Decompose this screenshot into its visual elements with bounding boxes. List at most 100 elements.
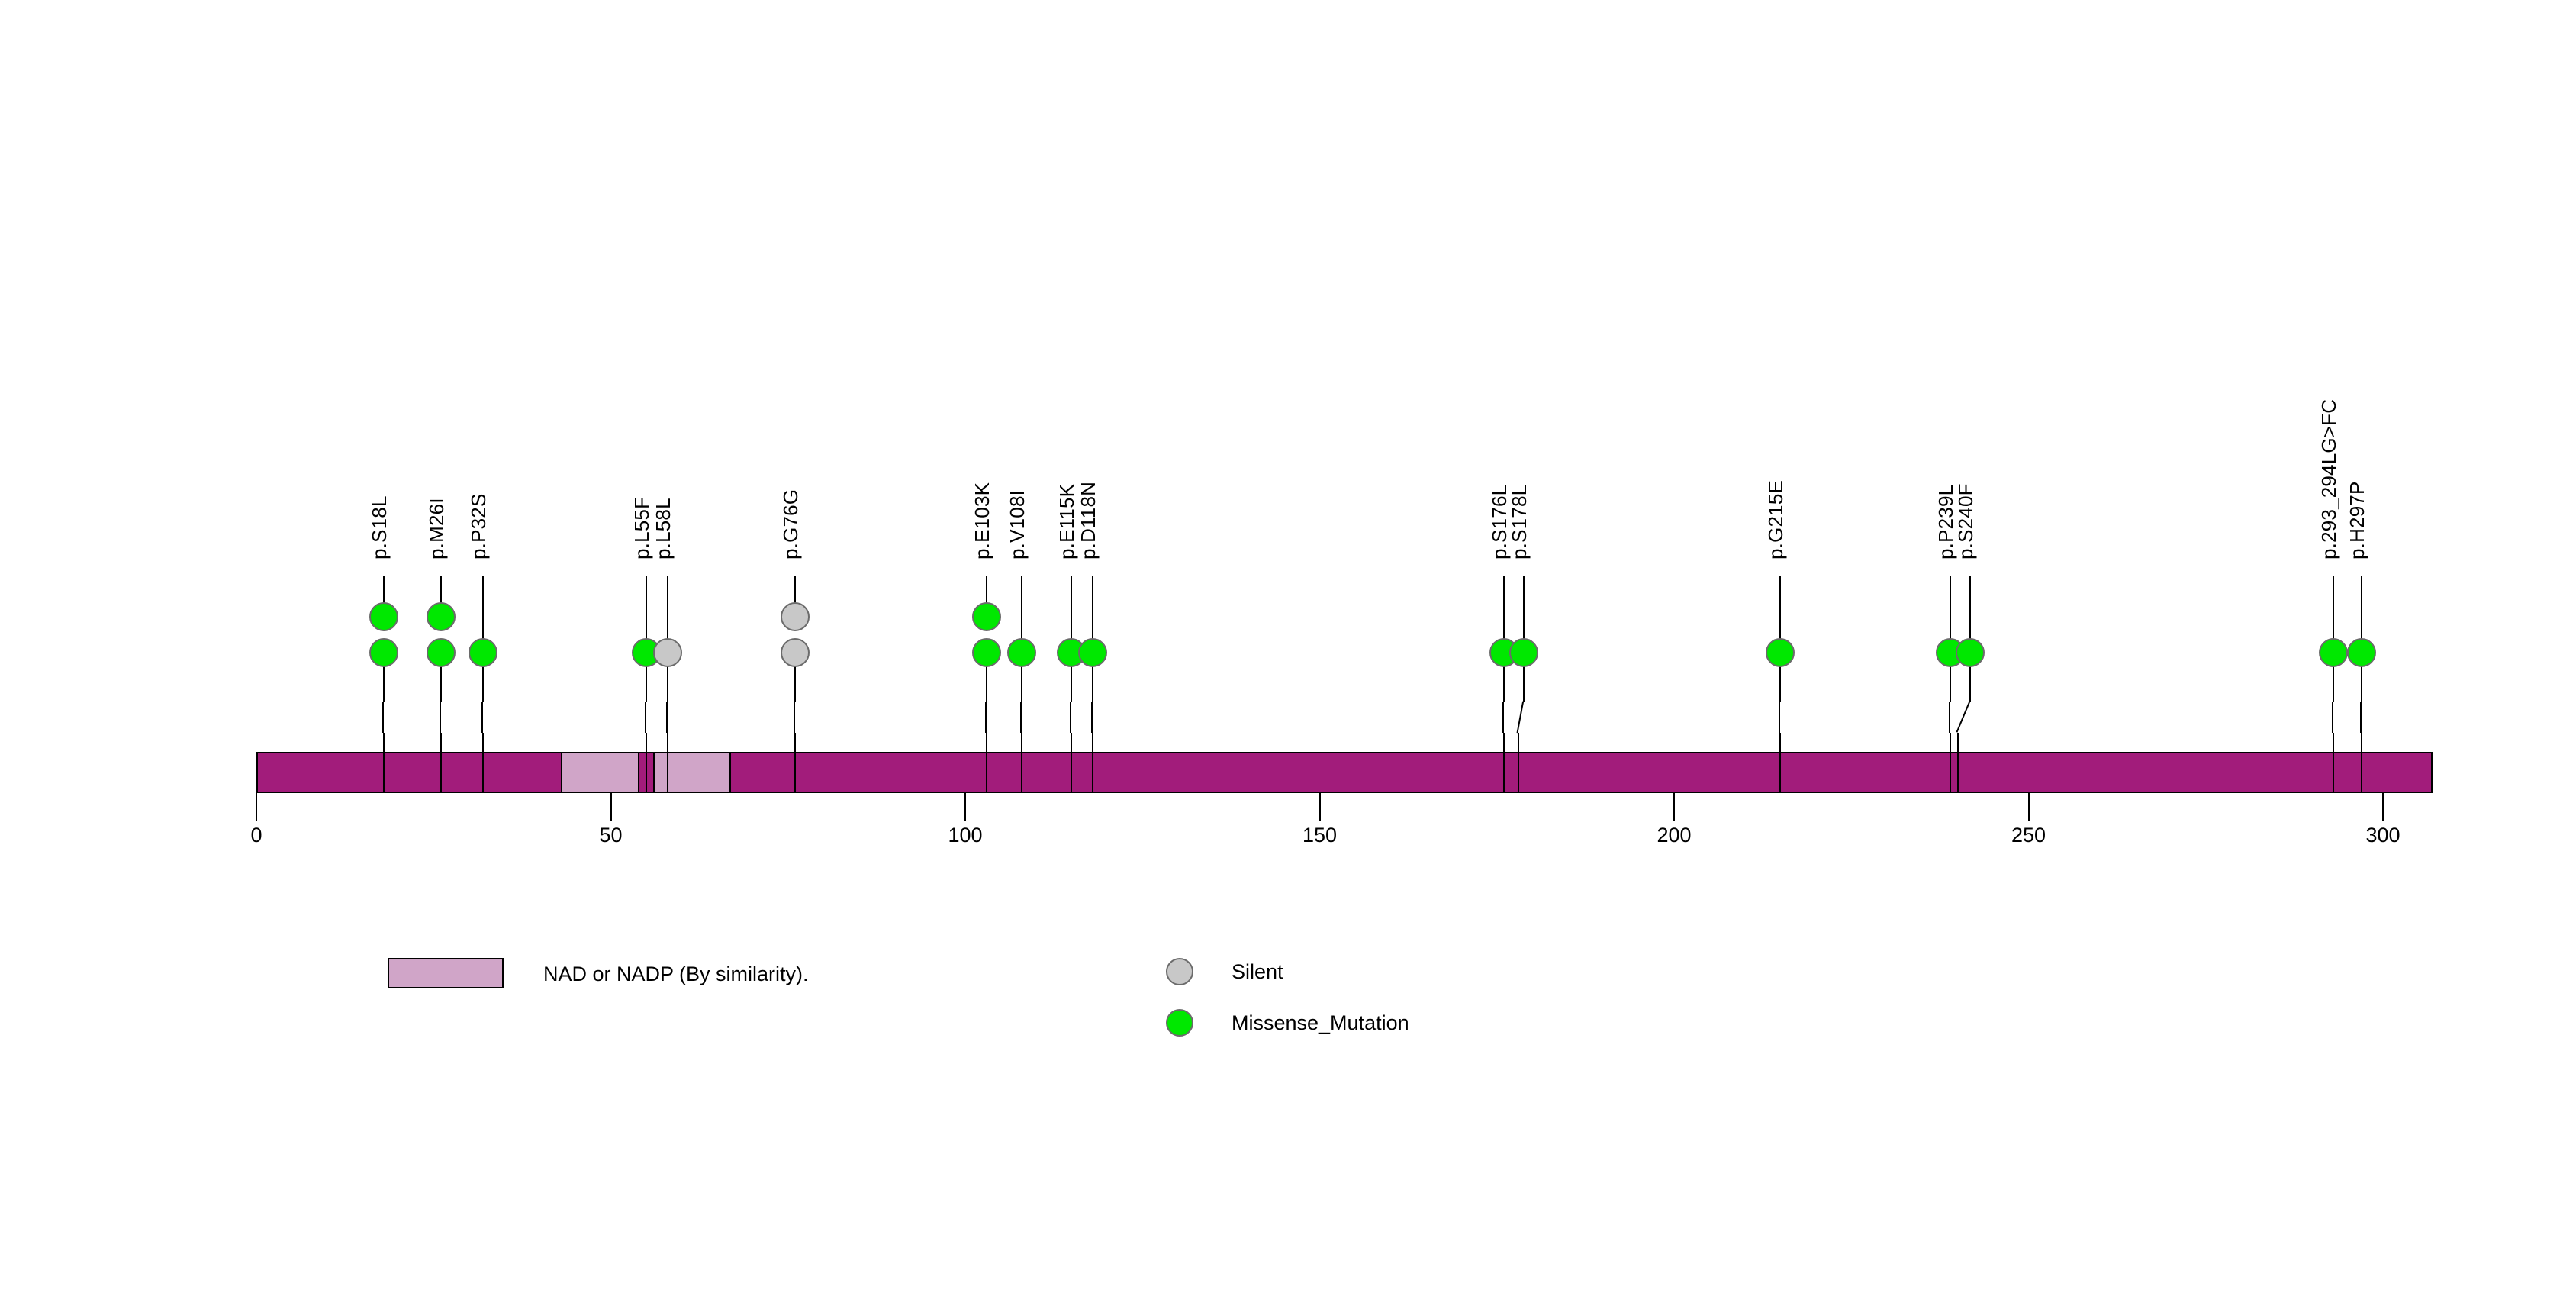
mutation-label: p.M26I xyxy=(424,498,448,560)
lollipop-stem-lower xyxy=(645,665,647,702)
legend-mutation-label: Silent xyxy=(1232,960,1283,983)
lollipop-stem-lower xyxy=(2361,665,2363,702)
lollipop-stem-lower xyxy=(1969,665,1972,702)
lollipop-stem-kink xyxy=(382,702,385,733)
axis-tick-mark xyxy=(1673,793,1675,821)
lollipop-stem-lower xyxy=(666,665,668,702)
lollipop-stem-kink xyxy=(644,702,646,733)
legend-mutation-dot xyxy=(1166,1009,1193,1037)
lollipop-stem-foot xyxy=(1517,733,1519,793)
lollipop-stem-foot xyxy=(645,733,647,793)
lollipop-stem xyxy=(1071,576,1073,641)
lollipop-stem xyxy=(482,576,485,641)
mutation-label: p.E115K xyxy=(1055,483,1079,560)
lollipop-stem-lower xyxy=(1779,665,1782,702)
legend-mutation-label: Missense_Mutation xyxy=(1232,1011,1409,1034)
lollipop-stem xyxy=(440,576,442,605)
mutation-label: p.293_294LG>FC xyxy=(2317,398,2340,560)
lollipop-stem-lower xyxy=(1523,665,1525,702)
lollipop-stem-foot xyxy=(1503,733,1505,793)
mutation-dot[interactable] xyxy=(781,602,810,631)
mutation-dot[interactable] xyxy=(426,638,456,667)
mutation-dot[interactable] xyxy=(1078,638,1108,667)
mutation-label: p.H297P xyxy=(2346,481,2369,560)
lollipop-stem-foot xyxy=(666,733,668,793)
mutation-dot[interactable] xyxy=(1766,638,1795,667)
mutation-label: p.S18L xyxy=(368,495,391,560)
axis-tick-label: 200 xyxy=(1657,824,1692,847)
lollipop-stem xyxy=(1092,576,1094,641)
mutation-dot[interactable] xyxy=(652,638,682,667)
lollipop-stem-kink xyxy=(439,702,441,733)
lollipop-stem-foot xyxy=(2361,733,2363,793)
mutation-dot[interactable] xyxy=(2347,638,2377,667)
lollipop-stem-lower xyxy=(383,665,385,702)
lollipop-stem-lower xyxy=(440,665,442,702)
mutation-label: p.V108I xyxy=(1006,489,1029,560)
legend-domain-label: NAD or NADP (By similarity). xyxy=(543,963,809,985)
lollipop-stem-foot xyxy=(1950,733,1952,793)
lollipop-stem-lower xyxy=(794,665,797,702)
legend-domain-swatch xyxy=(388,958,504,988)
mutation-label: p.D118N xyxy=(1077,481,1100,560)
lollipop-stem xyxy=(666,576,668,641)
legend-mutation-dot xyxy=(1166,958,1193,985)
axis-tick-label: 50 xyxy=(599,824,623,847)
lollipop-stem-kink xyxy=(481,702,484,733)
protein-domain-block[interactable] xyxy=(561,752,639,793)
lollipop-stem xyxy=(1523,576,1525,641)
mutation-dot[interactable] xyxy=(1956,638,1985,667)
lollipop-stem-kink xyxy=(665,702,668,733)
axis-tick-label: 100 xyxy=(948,824,983,847)
axis-tick-mark xyxy=(610,793,612,821)
lollipop-stem-foot xyxy=(2332,733,2334,793)
mutation-dot[interactable] xyxy=(2318,638,2348,667)
lollipop-stem-kink xyxy=(1091,702,1093,733)
lollipop-stem xyxy=(2332,576,2334,641)
axis-tick-label: 150 xyxy=(1302,824,1338,847)
axis-tick-label: 0 xyxy=(250,824,262,847)
mutation-dot[interactable] xyxy=(369,638,399,667)
lollipop-stem-lower xyxy=(2332,665,2334,702)
axis-tick-label: 250 xyxy=(2011,824,2046,847)
lollipop-stem-kink xyxy=(2360,702,2362,733)
lollipop-stem-lower xyxy=(985,665,987,702)
lollipop-stem-lower xyxy=(1092,665,1094,702)
protein-domain-block[interactable] xyxy=(653,752,732,793)
mutation-label: p.L55F xyxy=(630,496,653,560)
lollipop-stem-lower xyxy=(1503,665,1505,702)
mutation-dot[interactable] xyxy=(1007,638,1037,667)
mutation-dot[interactable] xyxy=(781,638,810,667)
lollipop-stem-kink xyxy=(984,702,987,733)
lollipop-stem-kink xyxy=(1949,702,1951,733)
lollipop-stem xyxy=(1021,576,1023,641)
mutation-dot[interactable] xyxy=(469,638,498,667)
mutation-label: p.S178L xyxy=(1508,484,1531,560)
mutation-label: p.G76G xyxy=(779,489,803,560)
lollipop-stem-foot xyxy=(482,733,485,793)
lollipop-stem-lower xyxy=(1071,665,1073,702)
mutation-dot[interactable] xyxy=(971,602,1001,631)
mutation-dot[interactable] xyxy=(369,602,399,631)
lollipop-stem xyxy=(1969,576,1972,641)
lollipop-stem xyxy=(794,576,797,605)
lollipop-stem-foot xyxy=(1779,733,1782,793)
lollipop-stem xyxy=(1779,576,1782,641)
mutation-dot[interactable] xyxy=(426,602,456,631)
axis-tick-label: 300 xyxy=(2365,824,2401,847)
lollipop-stem xyxy=(985,576,987,605)
lollipop-stem-foot xyxy=(1092,733,1094,793)
lollipop-stem-foot xyxy=(1956,733,1959,793)
lollipop-stem-lower xyxy=(1021,665,1023,702)
mutation-dot[interactable] xyxy=(971,638,1001,667)
lollipop-stem-foot xyxy=(440,733,442,793)
axis-tick-mark xyxy=(964,793,966,821)
mutation-dot[interactable] xyxy=(1509,638,1539,667)
axis-tick-mark xyxy=(2027,793,2030,821)
lollipop-stem-foot xyxy=(383,733,385,793)
lollipop-stem-lower xyxy=(482,665,485,702)
mutation-label: p.G215E xyxy=(1764,479,1788,560)
lollipop-stem xyxy=(1503,576,1505,641)
